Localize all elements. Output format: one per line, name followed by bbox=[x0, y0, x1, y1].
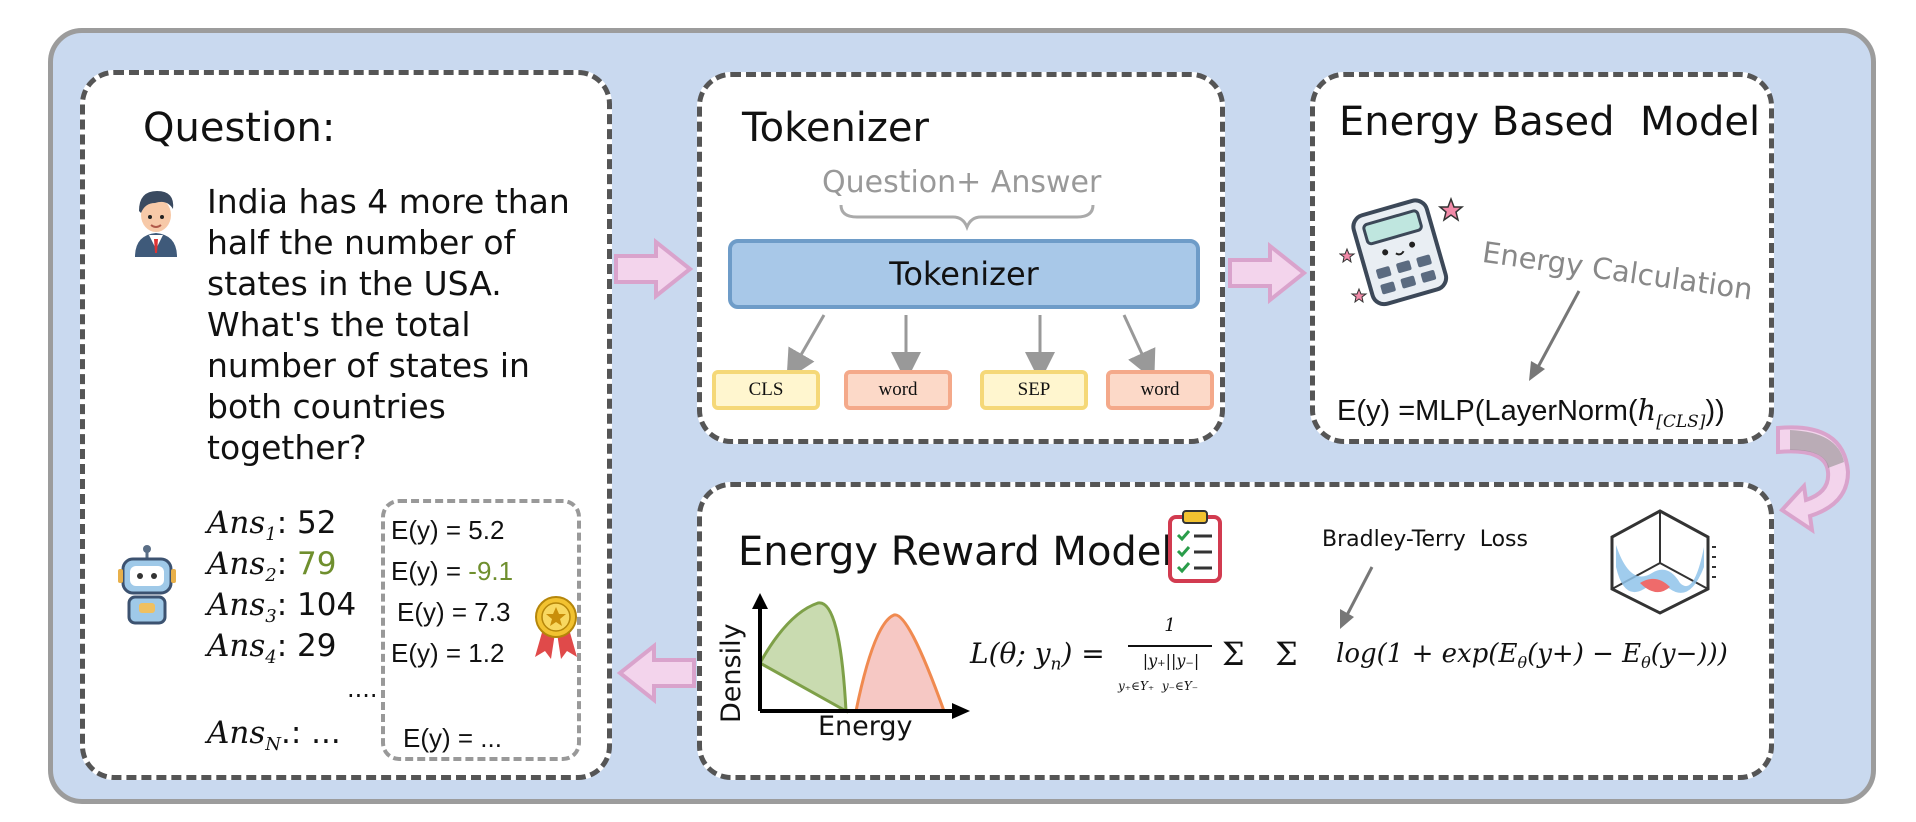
ellipsis: .... bbox=[347, 675, 378, 703]
answer-subscript: 1 bbox=[265, 524, 277, 546]
question-line: India has 4 more than bbox=[207, 182, 570, 221]
input-brace bbox=[839, 204, 1095, 231]
question-line: number of states in bbox=[207, 346, 530, 385]
tokenizer-title: Tokenizer bbox=[742, 105, 929, 151]
energy-score: E(y) = 5.2 bbox=[391, 515, 505, 545]
person-avatar-icon bbox=[135, 191, 177, 257]
answer-value: 104 bbox=[297, 587, 357, 623]
answer-subscript: 3 bbox=[265, 606, 277, 628]
energy-score: E(y) = 7.3 bbox=[397, 597, 511, 627]
arrow-question-to-tokenizer bbox=[614, 237, 694, 301]
energy-axis-label: Energy bbox=[818, 711, 913, 742]
answer-suffix: .: ... bbox=[281, 715, 341, 751]
energy-based-model-panel: Energy Based Model Energy Calculation E(… bbox=[1310, 72, 1774, 444]
energy-score: E(y) = -9.1 bbox=[391, 556, 513, 587]
tokenizer-input-label: Question+ Answer bbox=[822, 165, 1102, 200]
token-word: word bbox=[844, 370, 952, 410]
answer-subscript: 4 bbox=[265, 647, 277, 669]
energy-prefix: E(y) = bbox=[391, 556, 469, 586]
energy-formula: E(y) =MLP(LayerNorm(h[CLS])) bbox=[1337, 393, 1725, 432]
loss-lhs-subscript: n bbox=[1050, 654, 1062, 675]
robot-avatar-icon bbox=[118, 545, 176, 625]
loss-rhs-subscript: θ bbox=[1641, 653, 1651, 673]
energy-reward-model-panel: Energy Reward Model Bradley-Terry Loss bbox=[697, 482, 1774, 780]
answer-value: 29 bbox=[297, 628, 337, 664]
tokenizer-block: Tokenizer bbox=[728, 239, 1200, 309]
energy-score: E(y) = 1.2 bbox=[391, 638, 505, 668]
density-axis-label: Densily bbox=[716, 623, 747, 723]
bradley-terry-label: Bradley-Terry Loss bbox=[1322, 527, 1528, 552]
bt-loss-formula: L(θ; yn) = 1 |y₊||y₋| Σ Σ y₊∈Y₊ y₋∈Y₋ lo… bbox=[970, 607, 1768, 717]
question-panel: Question: India has 4 more than half the… bbox=[80, 70, 612, 780]
token-cls: CLS bbox=[712, 370, 820, 410]
answer-row: Ans1: 52 bbox=[207, 505, 336, 545]
answer-name: Ans bbox=[207, 546, 266, 582]
token-sep: SEP bbox=[980, 370, 1088, 410]
formula-subscript: [CLS] bbox=[1656, 411, 1706, 432]
loss-rhs-end: (y−))) bbox=[1650, 639, 1728, 669]
answer-name: Ans bbox=[207, 715, 266, 751]
answer-row: AnsN.: ... bbox=[207, 715, 341, 755]
answer-colon: : bbox=[276, 505, 298, 541]
loss-fraction-bar bbox=[1128, 645, 1212, 647]
arrow-ebm-to-reward bbox=[1776, 425, 1851, 535]
question-line: states in the USA. bbox=[207, 264, 502, 303]
density-plot bbox=[752, 593, 970, 719]
answer-name: Ans bbox=[207, 628, 266, 664]
loss-fraction-denominator: |y₊||y₋| bbox=[1142, 651, 1200, 670]
loss-lhs: L(θ; yn) = bbox=[970, 637, 1105, 675]
answer-subscript: 2 bbox=[265, 565, 277, 587]
answer-colon: : bbox=[276, 587, 298, 623]
question-line: together? bbox=[207, 428, 367, 467]
answer-row: Ans4: 29 bbox=[207, 628, 336, 668]
answer-value: 52 bbox=[297, 505, 337, 541]
question-line: What's the total bbox=[207, 305, 471, 344]
answer-colon: : bbox=[276, 628, 298, 664]
answer-name: Ans bbox=[207, 505, 266, 541]
loss-rhs-mid: (y+) − E bbox=[1527, 639, 1642, 669]
question-title: Question: bbox=[143, 105, 336, 151]
answer-colon: : bbox=[276, 546, 298, 582]
answer-name: Ans bbox=[207, 587, 266, 623]
token-arrows bbox=[786, 314, 1156, 382]
token-word: word bbox=[1106, 370, 1214, 410]
loss-rhs: log(1 + exp(Eθ(y+) − Eθ(y−))) bbox=[1336, 639, 1728, 672]
answer-row: Ans3: 104 bbox=[207, 587, 356, 627]
arrow-reward-to-question bbox=[616, 641, 696, 705]
clipboard-icon bbox=[1168, 510, 1222, 583]
energy-calculation-arrow bbox=[1529, 290, 1581, 381]
sum-symbols: Σ Σ bbox=[1222, 635, 1298, 673]
sum-subscripts: y₊∈Y₊ y₋∈Y₋ bbox=[1118, 679, 1199, 693]
question-line: both countries bbox=[207, 387, 446, 426]
reward-title: Energy Reward Model bbox=[738, 529, 1173, 575]
energy-scores-box: E(y) = 5.2 E(y) = -9.1 E(y) = 7.3 E(y) =… bbox=[381, 499, 581, 761]
calculator-icon bbox=[1339, 196, 1465, 307]
loss-fraction-numerator: 1 bbox=[1164, 615, 1176, 636]
loss-lhs-end: ) = bbox=[1061, 637, 1105, 670]
energy-value-best: -9.1 bbox=[468, 556, 514, 586]
answer-value-best: 79 bbox=[297, 546, 337, 582]
question-text: India has 4 more than half the number of… bbox=[207, 181, 570, 468]
medal-icon bbox=[535, 596, 577, 659]
tokenizer-block-label: Tokenizer bbox=[889, 255, 1039, 293]
loss-lhs-text: L(θ; y bbox=[970, 637, 1051, 670]
energy-score: E(y) = ... bbox=[403, 723, 502, 753]
ebm-title: Energy Based Model bbox=[1339, 99, 1761, 145]
formula-prefix: E(y) =MLP(LayerNorm( bbox=[1337, 395, 1638, 427]
formula-h: h bbox=[1637, 393, 1657, 427]
loss-rhs-text: log(1 + exp(E bbox=[1336, 639, 1518, 669]
loss-rhs-subscript: θ bbox=[1517, 653, 1528, 673]
arrow-tokenizer-to-ebm bbox=[1228, 241, 1308, 305]
answer-subscript: N bbox=[265, 734, 282, 756]
formula-suffix: )) bbox=[1705, 395, 1725, 427]
bradley-terry-arrow bbox=[1340, 566, 1374, 629]
surface-plot-icon bbox=[1610, 509, 1716, 615]
question-line: half the number of bbox=[207, 223, 516, 262]
answer-row: Ans2: 79 bbox=[207, 546, 336, 586]
answer-list: Ans1: 52 Ans2: 79 Ans3: 104 Ans4: 29 Ans… bbox=[207, 505, 377, 755]
